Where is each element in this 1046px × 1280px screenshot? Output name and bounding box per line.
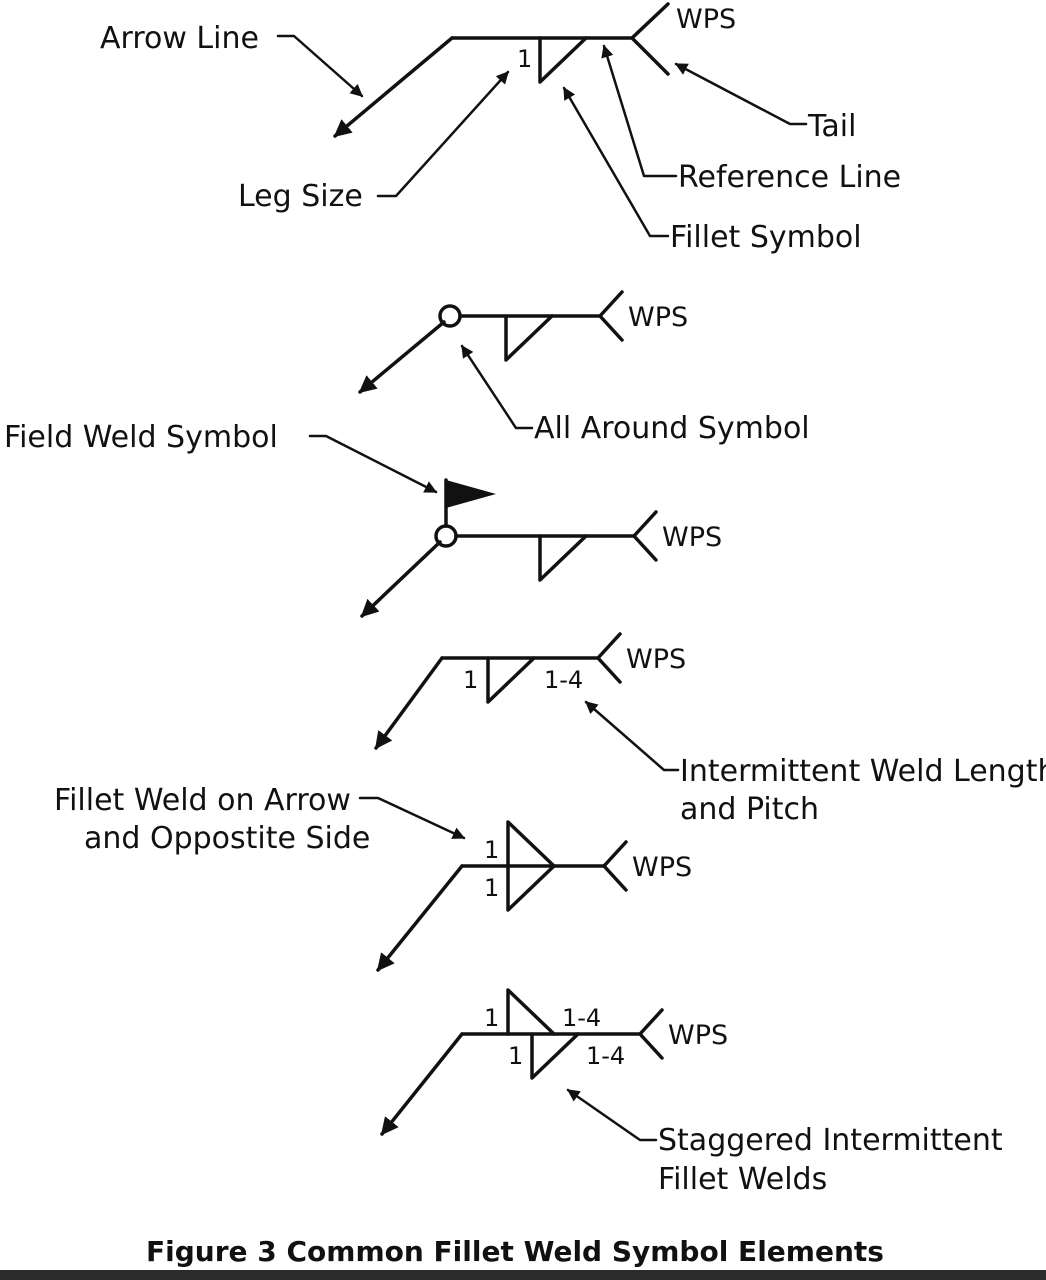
length-pitch-value-arrow: 1-4: [586, 1042, 625, 1070]
tail-lower: [630, 36, 670, 76]
tail-upper: [630, 2, 670, 40]
arrow-opposite-label-line2: and Oppostite Side: [84, 821, 370, 856]
tail-label: Tail: [807, 109, 856, 144]
tail-lower: [638, 1032, 664, 1060]
tail-lower: [598, 314, 624, 342]
length-pitch-value-other: 1-4: [562, 1004, 601, 1032]
arrow-opposite-label-line1: Fillet Weld on Arrow: [54, 783, 351, 818]
leg-size-value-other: 1: [484, 1004, 499, 1032]
wps-label: WPS: [676, 4, 736, 35]
staggered-label-line1: Staggered Intermittent: [658, 1123, 1003, 1158]
tail-lower: [632, 534, 658, 562]
callout-reference-line: Reference Line: [601, 44, 901, 195]
leg-size-value: 1: [463, 666, 478, 694]
arrow-line-leader: [276, 34, 364, 98]
leg-size-value-other: 1: [484, 836, 499, 864]
tail-upper: [638, 1008, 664, 1036]
wps-label: WPS: [668, 1020, 728, 1051]
weld-symbol-basic: WPS 1: [333, 2, 736, 138]
callout-arrow-opposite: Fillet Weld on Arrow and Oppostite Side: [54, 783, 466, 856]
leg-size-value-arrow: 1: [484, 874, 499, 902]
callout-leg-size: Leg Size: [238, 70, 510, 214]
length-pitch-value: 1-4: [544, 666, 583, 694]
all-around-circle: [434, 524, 458, 548]
tail-leader: [674, 62, 808, 126]
tail-lower: [596, 656, 622, 684]
tail-upper: [632, 510, 658, 538]
weld-symbol-both-sides: WPS 1 1: [376, 820, 692, 972]
weld-symbol-staggered: WPS 1 1-4 1 1-4: [380, 988, 728, 1136]
callout-staggered: Staggered Intermittent Fillet Welds: [566, 1088, 1003, 1197]
fillet-weld-triangle: [504, 314, 554, 362]
arrow-line: [358, 320, 446, 394]
arrow-line-label: Arrow Line: [100, 21, 259, 56]
callout-intermittent: Intermittent Weld Length and Pitch: [584, 700, 1046, 827]
field-weld-symbol-label: Field Weld Symbol: [4, 420, 278, 455]
callout-fillet-symbol: Fillet Symbol: [562, 86, 862, 255]
field-weld-flag-icon: [446, 480, 496, 508]
arrow-line: [360, 540, 442, 618]
leg-size-value: 1: [517, 45, 532, 73]
weld-symbol-field-weld: WPS: [360, 478, 722, 618]
tail-upper: [598, 290, 624, 318]
leg-size-value-arrow: 1: [508, 1042, 523, 1070]
intermittent-leader: [584, 700, 680, 772]
intermittent-label-line2: and Pitch: [680, 792, 819, 827]
arrow-line: [376, 864, 464, 972]
fillet-weld-triangle-other-side: [506, 988, 556, 1036]
callout-field-weld-symbol: Field Weld Symbol: [4, 420, 438, 494]
weld-symbol-intermittent: WPS 1 1-4: [374, 632, 686, 750]
staggered-leader: [566, 1088, 658, 1142]
tail-upper: [596, 632, 622, 660]
tail-lower: [602, 864, 628, 892]
arrow-line: [333, 36, 454, 138]
arrow-line: [374, 656, 444, 750]
all-around-symbol-label: All Around Symbol: [534, 411, 810, 446]
callout-arrow-line: Arrow Line: [100, 21, 364, 98]
callout-all-around-symbol: All Around Symbol: [460, 344, 810, 446]
all-around-leader: [460, 344, 534, 430]
staggered-label-line2: Fillet Welds: [658, 1162, 827, 1197]
fillet-weld-triangle: [538, 36, 588, 84]
figure-caption: Figure 3 Common Fillet Weld Symbol Eleme…: [146, 1235, 884, 1268]
bottom-edge-bar: [0, 1270, 1046, 1280]
wps-label: WPS: [628, 302, 688, 333]
leg-size-label: Leg Size: [238, 179, 363, 214]
fillet-symbol-label: Fillet Symbol: [670, 220, 862, 255]
reference-line-label: Reference Line: [678, 160, 901, 195]
wps-label: WPS: [626, 644, 686, 675]
reference-line-leader: [601, 44, 678, 178]
fillet-weld-triangle: [486, 656, 536, 704]
fillet-symbol-leader: [562, 86, 670, 238]
callout-tail: Tail: [674, 62, 856, 144]
arrow-opposite-leader: [358, 796, 466, 840]
field-weld-leader: [308, 434, 438, 494]
tail-upper: [602, 840, 628, 868]
leg-size-leader: [376, 70, 510, 198]
wps-label: WPS: [662, 522, 722, 553]
arrow-line: [380, 1032, 464, 1136]
fillet-weld-triangle-other-side: [506, 820, 556, 868]
all-around-circle: [438, 304, 462, 328]
fillet-weld-triangle: [538, 534, 588, 582]
wps-label: WPS: [632, 852, 692, 883]
weld-symbol-all-around: WPS: [358, 290, 688, 394]
fillet-weld-triangle-arrow-side: [506, 864, 556, 912]
intermittent-label-line1: Intermittent Weld Length: [680, 754, 1046, 789]
fillet-weld-triangle-arrow-side: [530, 1032, 580, 1080]
